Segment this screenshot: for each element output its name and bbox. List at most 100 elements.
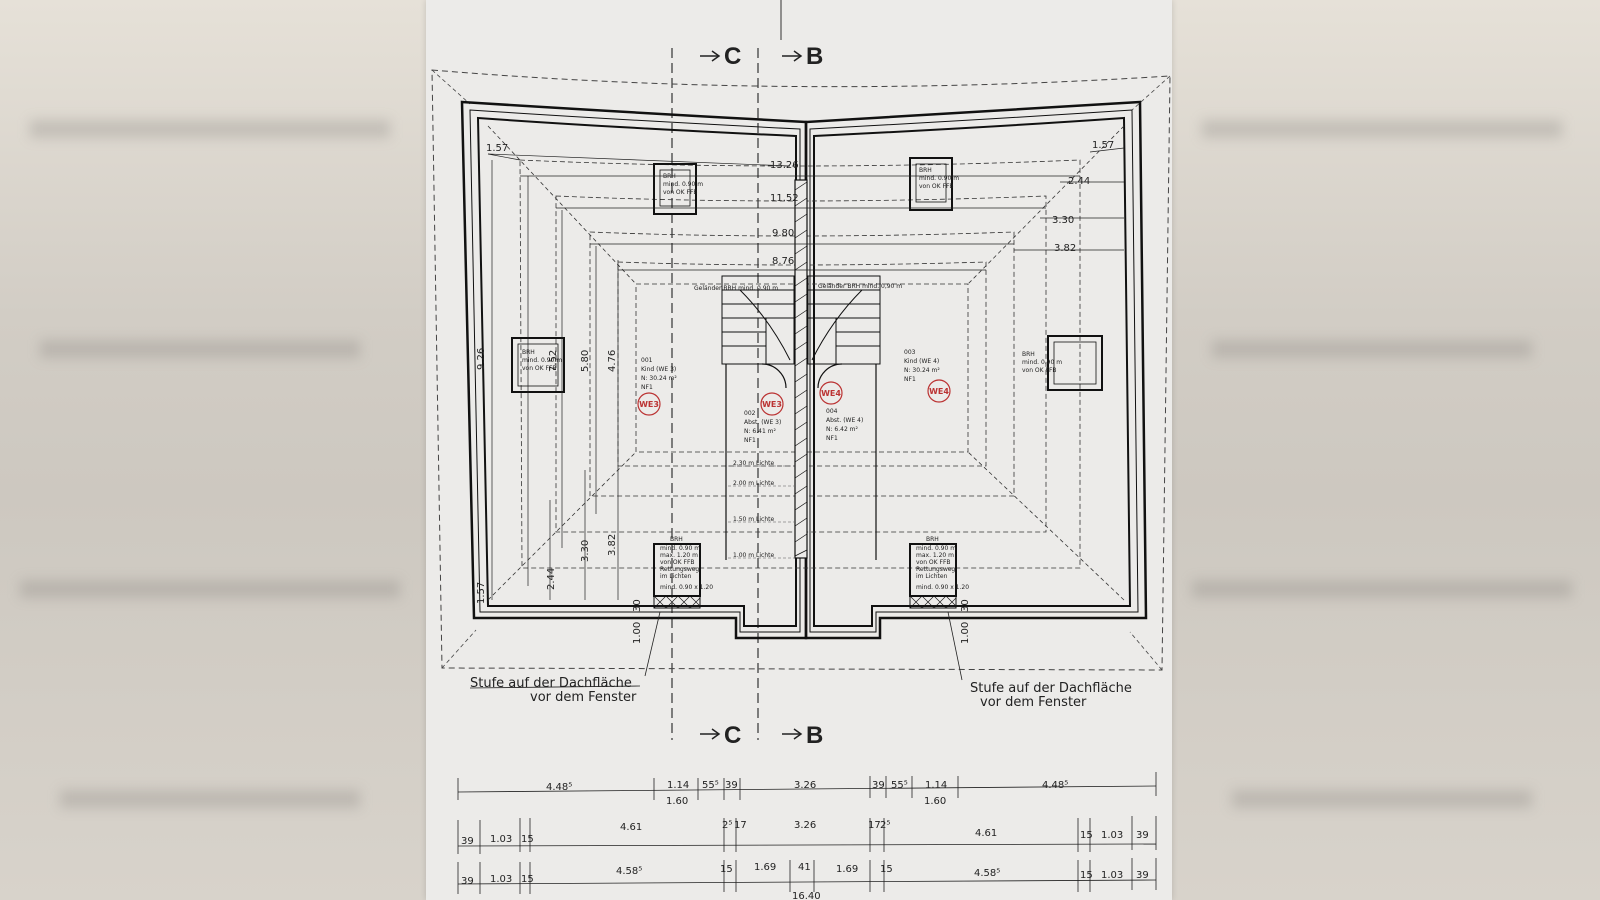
svg-text:BRH: BRH [1022,351,1035,358]
dim-right-330: 3.30 [1052,215,1074,226]
dim-label: 17 [868,820,881,831]
section-label-b-bottom: B [806,722,823,749]
svg-text:max. 1.20 m: max. 1.20 m [916,552,954,559]
note-step-left-line2: vor dem Fenster [530,690,637,705]
section-label-c-top: C [724,43,741,70]
svg-text:NF1: NF1 [641,384,653,391]
roof-window-bottom-left: BRH mind. 0.90 m max. 1.20 m von OK FFB … [653,536,713,609]
svg-text:004: 004 [826,408,838,415]
svg-text:N: 30.24 m²: N: 30.24 m² [641,375,677,382]
dimension-chain-row2 [457,816,1157,854]
dim-left-752: 7.52 [548,350,559,372]
staircase-left [721,275,795,365]
dim-top-right-157: 1.57 [1092,140,1114,151]
svg-text:1.50 m Lichte: 1.50 m Lichte [733,516,774,523]
roof-window-mid-right: BRH mind. 0.90 m von OK FFB [1022,335,1103,391]
dim-label: 1.60 [666,796,688,807]
svg-text:NF1: NF1 [826,435,838,442]
roof-window-top-left: BRH mind. 0.90 m von OK FFB [653,163,703,215]
svg-text:im Lichten: im Lichten [660,573,692,580]
party-wall [794,179,808,559]
dim-label: 1.60 [924,796,946,807]
svg-text:mind. 0.90 x 1.20: mind. 0.90 x 1.20 [660,584,713,591]
dim-label: 1.03 [1101,870,1123,881]
dim-label: 1.03 [1101,830,1123,841]
dim-label: 55⁵ [702,780,719,791]
room-label-kind-we3: 001 Kind (WE 3) N: 30.24 m² NF1 [641,357,677,391]
svg-text:mind. 0.90 m: mind. 0.90 m [1022,359,1062,366]
note-leader-left [644,611,661,677]
svg-text:2.30 m Lichte: 2.30 m Lichte [733,460,774,467]
dim-label: 4.61 [975,828,997,839]
roof-height-contours [519,159,1081,569]
svg-text:NF1: NF1 [744,437,756,444]
roof-window-mid-left: BRH mind. 0.90 m von OK FFB [511,337,565,393]
svg-text:Abst. (WE 3): Abst. (WE 3) [744,419,781,426]
blur-streak [1232,790,1532,808]
clear-height-lines: 2.30 m Lichte 2.00 m Lichte 1.50 m Licht… [728,460,794,559]
svg-text:von OK FFB: von OK FFB [916,559,951,566]
dim-left-382: 3.82 [607,534,618,556]
dim-label: 41 [798,862,811,873]
dim-left-580: 5.80 [580,350,591,372]
dim-876: 8.76 [772,256,794,267]
dimension-chain-row3 [457,858,1157,894]
dimension-lines-inner [487,147,1125,600]
dim-label: 4.58⁵ [616,866,642,877]
dim-label: 39 [461,836,474,847]
dim-right-382: 3.82 [1054,243,1076,254]
dim-label: 15 [720,864,733,875]
room-label-kind-we4: 003 Kind (WE 4) N: 30.24 m² NF1 [904,349,940,383]
blur-streak [20,580,400,598]
staircase-right [807,275,881,365]
svg-text:BRH: BRH [670,536,683,543]
svg-text:WE4: WE4 [821,389,841,398]
dim-bottom-left-100: 1.00 [632,622,643,644]
dim-left-476: 4.76 [607,350,618,372]
svg-text:001: 001 [641,357,653,364]
dim-label: 39 [1136,830,1149,841]
section-marker-b-bottom: B [782,722,823,749]
dim-label: 1.14 [925,780,947,791]
floor-plan-drawing: C B C B [431,0,1171,900]
railing-note-right: Geländer BRH mind. 0,90 m [818,283,902,290]
section-marker-c-top: C [700,43,741,70]
section-marker-b-top: B [782,43,823,70]
dimension-chain-row3-labels: 39 1.03 15 4.58⁵ 15 1.69 41 1.69 15 4.58… [461,862,1149,887]
svg-text:von OK FFB: von OK FFB [522,365,557,372]
svg-text:N: 30.24 m²: N: 30.24 m² [904,367,940,374]
svg-text:WE4: WE4 [929,387,949,396]
exterior-wall-right-unit [804,100,1148,640]
svg-text:mind. 0.90 m: mind. 0.90 m [916,545,956,552]
note-step-right-line2: vor dem Fenster [980,695,1087,710]
svg-text:Kind (WE 4): Kind (WE 4) [904,358,939,365]
roof-hip-lines [487,125,1125,601]
blurred-background-left [0,0,426,900]
note-leader-right [947,611,963,681]
svg-text:1.00 m Lichte: 1.00 m Lichte [733,552,774,559]
dim-label: 15 [521,874,534,885]
svg-text:mind. 0.90 m: mind. 0.90 m [919,175,959,182]
note-step-right-line1: Stufe auf der Dachfläche [970,681,1132,696]
blur-streak [40,340,360,358]
blurred-background-right [1172,0,1600,900]
note-step-left-line1: Stufe auf der Dachfläche [470,676,632,691]
blur-streak [1192,580,1572,598]
dim-label: 39 [461,876,474,887]
section-label-c-bottom: C [724,722,741,749]
dim-left-330: 3.30 [580,540,591,562]
dim-label: 4.61 [620,822,642,833]
dim-label: 15 [1080,870,1093,881]
dim-980: 9.80 [772,228,794,239]
dimension-chain-row1 [457,772,1157,800]
dim-left-244: 2.44 [546,568,557,590]
dim-1152: 11.52 [770,193,799,204]
svg-text:von OK FFB: von OK FFB [660,559,695,566]
dim-label: 4.48⁵ [546,782,572,793]
dim-label: 4.48⁵ [1042,780,1068,791]
dim-left-926: 9.26 [476,348,487,370]
dim-bottom-right-100: 1.00 [960,622,971,644]
blur-streak [60,790,360,808]
svg-text:2.00 m Lichte: 2.00 m Lichte [733,480,774,487]
unit-tag-we3-a: WE3 [637,392,661,416]
